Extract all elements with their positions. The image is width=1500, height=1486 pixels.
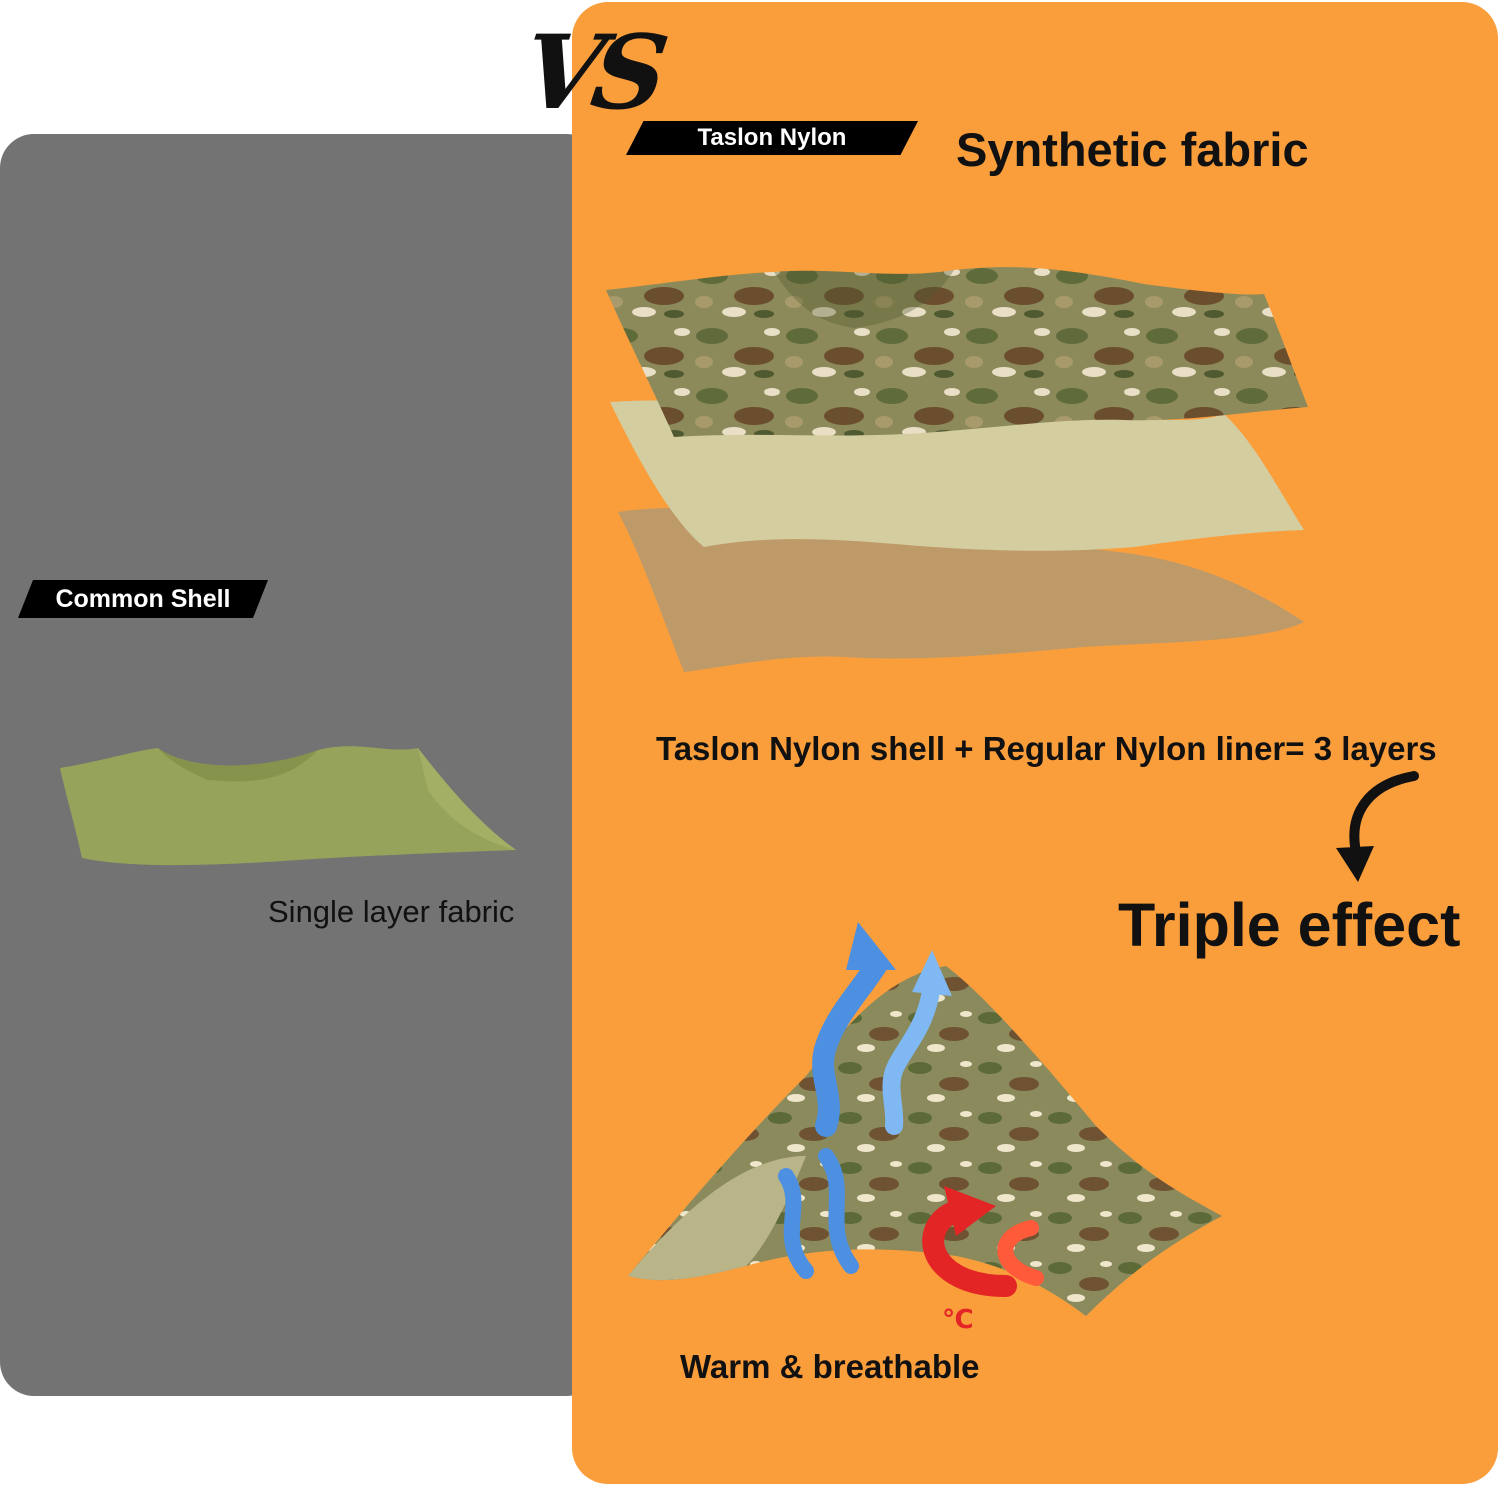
tan-liner-layer — [618, 507, 1304, 672]
layers-caption: Taslon Nylon shell + Regular Nylon liner… — [656, 730, 1437, 767]
warm-breathable-caption: Warm & breathable — [680, 1348, 980, 1385]
beige-liner-layer — [610, 400, 1304, 551]
three-layer-fabric-image — [606, 267, 1308, 672]
curved-down-arrow-icon — [1336, 771, 1419, 882]
blue-airflow-arrow-icon — [778, 922, 952, 1279]
taslon-nylon-tag-label: Taslon Nylon — [697, 124, 847, 151]
taslon-nylon-tag: Taslon Nylon — [626, 121, 918, 155]
triple-effect-heading: Triple effect — [1118, 891, 1461, 959]
celsius-symbol: ℃ — [942, 1304, 974, 1334]
single-layer-caption: Single layer fabric — [268, 894, 515, 929]
vs-label: VS — [515, 13, 666, 133]
common-shell-tag-label: Common Shell — [55, 584, 231, 613]
synthetic-fabric-title: Synthetic fabric — [956, 123, 1309, 176]
red-heat-arrow-icon — [922, 1186, 1044, 1297]
single-layer-fabric-image — [60, 746, 516, 866]
warm-breathable-illustration — [628, 922, 1222, 1316]
camo-fabric-layer — [606, 267, 1308, 437]
common-shell-tag: Common Shell — [18, 580, 268, 618]
